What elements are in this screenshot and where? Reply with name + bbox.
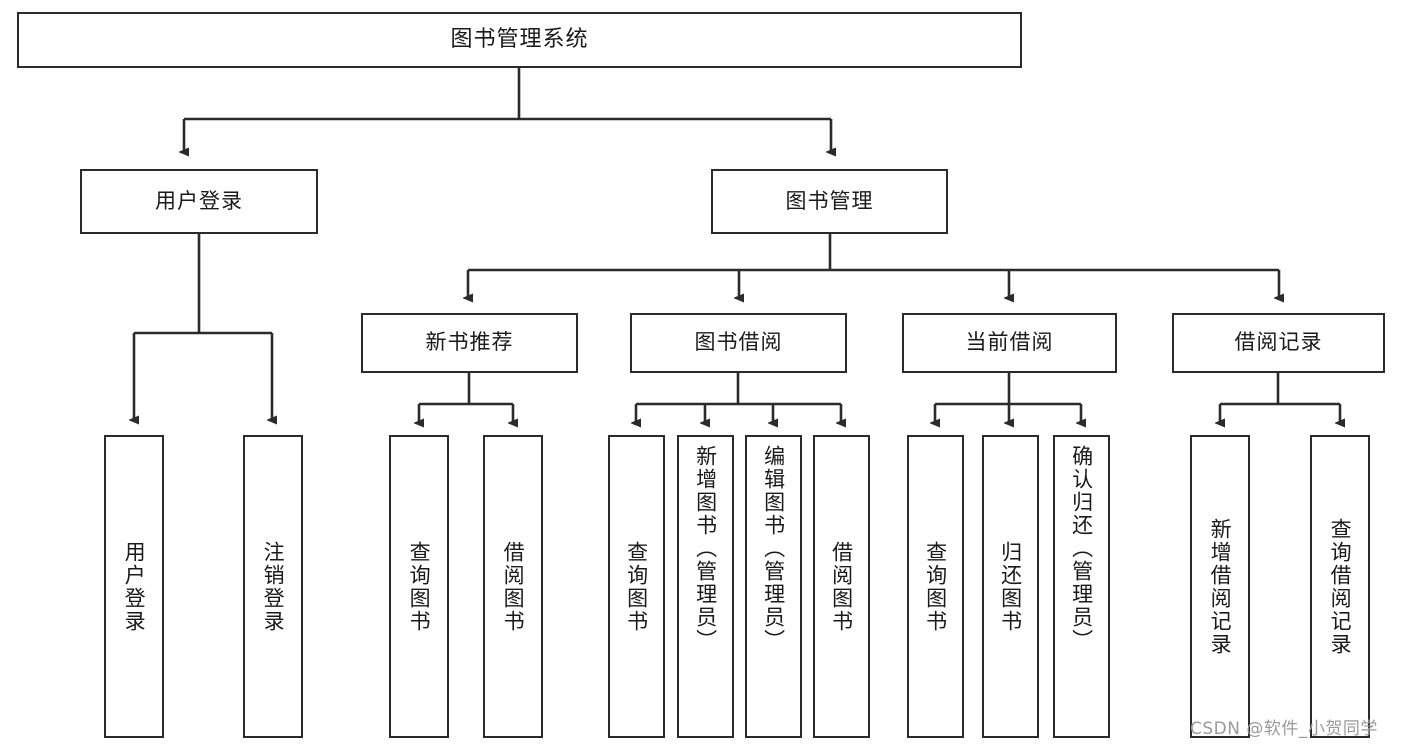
node-label: 图书借阅: [694, 330, 783, 355]
node-label: 查询图书: [923, 540, 948, 633]
node-user-login[interactable]: 用户登录: [80, 169, 318, 234]
node-label: 查询借阅记录: [1328, 517, 1353, 656]
node-label: 图书管理系统: [450, 26, 589, 52]
leaf-confirm-return-admin[interactable]: 确认归还（管理员）: [1053, 435, 1110, 738]
leaf-return-book[interactable]: 归还图书: [982, 435, 1039, 738]
node-book-borrow[interactable]: 图书借阅: [630, 313, 847, 373]
node-label: 新书推荐: [425, 330, 514, 355]
node-label: 借阅记录: [1234, 330, 1323, 355]
node-label: 编辑图书（管理员）: [761, 445, 786, 652]
node-label: 查询图书: [407, 540, 432, 633]
node-label: 查询图书: [624, 540, 649, 633]
node-label: 新增图书（管理员）: [693, 445, 718, 652]
leaf-edit-book-admin[interactable]: 编辑图书（管理员）: [745, 435, 802, 738]
node-label: 新增借阅记录: [1208, 517, 1233, 656]
node-label: 借阅图书: [501, 540, 526, 633]
leaf-add-borrow-record[interactable]: 新增借阅记录: [1190, 435, 1250, 738]
node-label: 当前借阅: [965, 330, 1054, 355]
leaf-query-book-borrow[interactable]: 查询图书: [608, 435, 665, 738]
csdn-watermark: CSDN @软件_小贺同学: [1190, 719, 1378, 739]
node-label: 注销登录: [261, 540, 286, 633]
node-new-book-recommend[interactable]: 新书推荐: [361, 313, 578, 373]
node-root-book-management-system[interactable]: 图书管理系统: [17, 12, 1022, 68]
node-label: 借阅图书: [829, 540, 854, 633]
leaf-borrow-book[interactable]: 借阅图书: [813, 435, 870, 738]
node-label: 用户登录: [155, 188, 243, 213]
leaf-borrow-book-recommend[interactable]: 借阅图书: [483, 435, 543, 738]
leaf-add-book-admin[interactable]: 新增图书（管理员）: [677, 435, 734, 738]
leaf-query-borrow-record[interactable]: 查询借阅记录: [1310, 435, 1370, 738]
node-borrow-record[interactable]: 借阅记录: [1172, 313, 1385, 373]
leaf-query-book-current[interactable]: 查询图书: [907, 435, 964, 738]
leaf-query-book-recommend[interactable]: 查询图书: [389, 435, 449, 738]
node-book-management[interactable]: 图书管理: [711, 169, 948, 234]
node-label: 归还图书: [998, 540, 1023, 633]
node-label: 图书管理: [785, 188, 874, 213]
node-label: 用户登录: [122, 540, 147, 633]
node-current-borrow[interactable]: 当前借阅: [902, 313, 1117, 373]
leaf-logout[interactable]: 注销登录: [243, 435, 303, 738]
node-label: 确认归还（管理员）: [1069, 445, 1094, 652]
leaf-user-login[interactable]: 用户登录: [104, 435, 164, 738]
